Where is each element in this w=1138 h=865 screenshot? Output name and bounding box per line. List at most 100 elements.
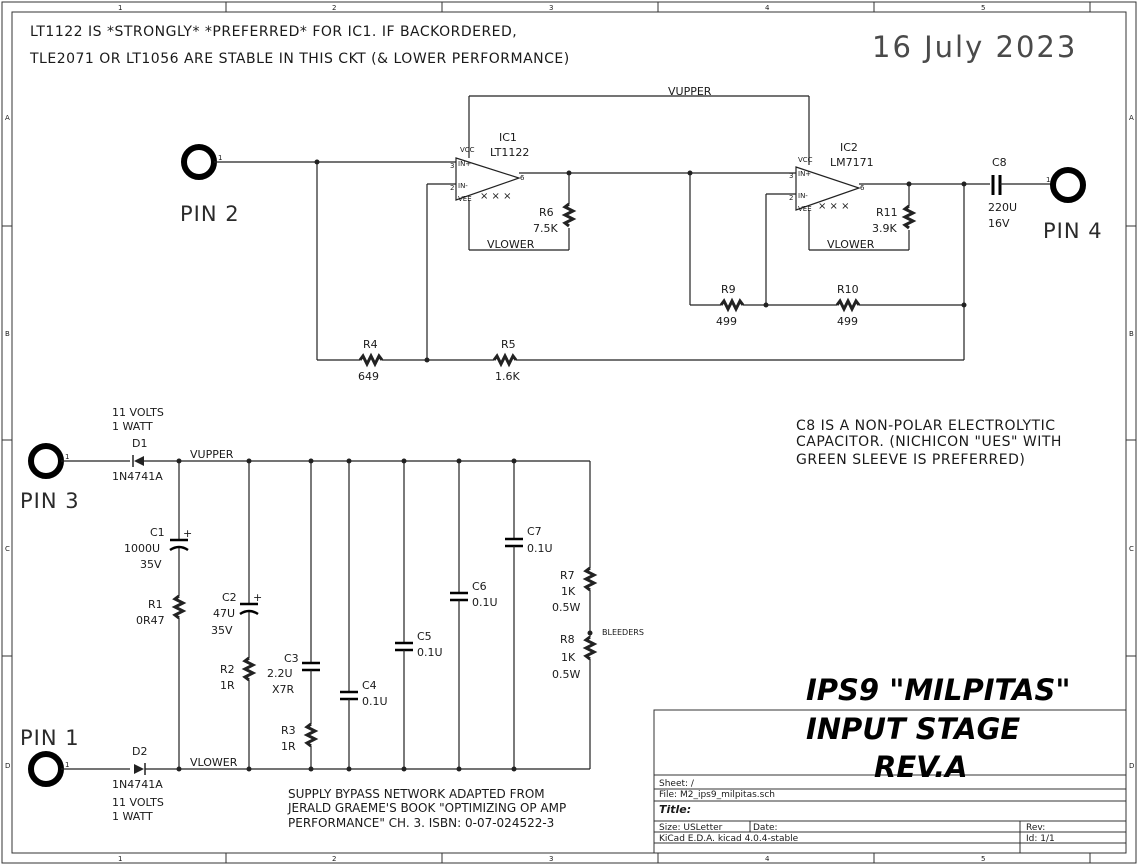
c8-rating: 16V <box>988 217 1010 230</box>
r10-ref: R10 <box>837 283 859 296</box>
ic1-nc-marks: × × × <box>480 191 512 202</box>
ic1-pin2: 2 <box>450 184 454 192</box>
border-row-a: A <box>5 114 10 122</box>
d1-ref: D1 <box>132 437 147 450</box>
r8-rating: 0.5W <box>552 668 580 681</box>
border-col-2-bottom: 2 <box>332 855 336 863</box>
r9-ref: R9 <box>721 283 736 296</box>
border-col-3: 3 <box>549 4 553 12</box>
r6-resistor: R6 7.5K <box>533 202 577 235</box>
d1-value: 1N4741A <box>112 470 163 483</box>
border-col-4: 4 <box>765 4 770 12</box>
ic2-vee: VEE <box>798 205 812 213</box>
r7-rating: 0.5W <box>552 601 580 614</box>
note-c8-line2: CAPACITOR. (NICHICON "UES" WITH <box>796 434 1062 450</box>
pin2-label: PIN 2 <box>180 202 240 226</box>
title-line3: REV.A <box>874 750 968 784</box>
c4-capacitor: C4 0.1U <box>340 679 388 708</box>
ic2-pin6: 6 <box>860 184 865 192</box>
c1-plus-mark: + <box>183 527 192 540</box>
r8-value: 1K <box>561 651 576 664</box>
c3-value: 2.2U <box>267 667 293 680</box>
c6-ref: C6 <box>472 580 487 593</box>
c4-ref: C4 <box>362 679 377 692</box>
border-col-5-bottom: 5 <box>981 855 985 863</box>
r3-resistor: R3 1R <box>281 722 319 753</box>
c2-plus-mark: + <box>253 591 262 604</box>
r7-value: 1K <box>561 585 576 598</box>
pin4-number: 1 <box>1046 176 1050 184</box>
c8-capacitor: C8 220U 16V <box>988 156 1017 230</box>
ic2-pin3: 3 <box>789 172 793 180</box>
c3-ref: C3 <box>284 652 299 665</box>
pin3-number: 1 <box>65 453 69 461</box>
c5-ref: C5 <box>417 630 432 643</box>
ic1-vee: VEE <box>458 195 472 203</box>
c5-value: 0.1U <box>417 646 443 659</box>
c2-value: 47U <box>213 607 235 620</box>
r8-resistor: R8 1K 0.5W <box>552 633 598 681</box>
c2-rating: 35V <box>211 624 233 637</box>
pin1-label: PIN 1 <box>20 726 80 750</box>
net-vlower-ic1: VLOWER <box>487 238 535 251</box>
c4-value: 0.1U <box>362 695 388 708</box>
ic2-opamp: IN+ IN- VCC VEE 3 2 6 IC2 LM7171 × × × <box>789 141 874 213</box>
c8-ref: C8 <box>992 156 1007 169</box>
tb-rev-label: Rev: <box>1026 823 1045 833</box>
r7-ref: R7 <box>560 569 575 582</box>
border-row-c: C <box>5 545 10 553</box>
d2-ref: D2 <box>132 745 147 758</box>
r1-value: 0R47 <box>136 614 165 627</box>
net-vupper-top: VUPPER <box>668 85 712 98</box>
r11-value: 3.9K <box>872 222 897 235</box>
d1-diode: 11 VOLTS 1 WATT D1 1N4741A <box>112 406 164 483</box>
r6-ref: R6 <box>539 206 554 219</box>
note-bypass-line2: JERALD GRAEME'S BOOK "OPTIMIZING OP AMP <box>287 801 566 815</box>
c7-capacitor: C7 0.1U <box>505 525 553 555</box>
pin2-number: 1 <box>218 154 222 162</box>
ic1-value: LT1122 <box>490 146 529 159</box>
r8-ref: R8 <box>560 633 575 646</box>
net-bleeders: BLEEDERS <box>602 628 644 637</box>
net-vlower-supply: VLOWER <box>190 756 238 769</box>
net-vlower-ic2: VLOWER <box>827 238 875 251</box>
title-line2: INPUT STAGE <box>806 712 1020 746</box>
d1-note2: 1 WATT <box>112 420 153 433</box>
r6-value: 7.5K <box>533 222 558 235</box>
ic2-nc-marks: × × × <box>818 201 850 212</box>
pin4-label: PIN 4 <box>1043 219 1103 243</box>
pin3-label: PIN 3 <box>20 489 80 513</box>
ic1-in-minus: IN- <box>458 182 468 190</box>
border-row-a-right: A <box>1129 114 1134 122</box>
d2-diode: D2 1N4741A 11 VOLTS 1 WATT <box>112 745 164 823</box>
c1-value: 1000U <box>124 542 160 555</box>
r1-ref: R1 <box>148 598 163 611</box>
r4-value: 649 <box>358 370 379 383</box>
border-row-d-right: D <box>1129 762 1134 770</box>
ic1-ref: IC1 <box>499 131 517 144</box>
drawing-date: 16 July 2023 <box>872 30 1077 64</box>
r11-ref: R11 <box>876 206 898 219</box>
tb-file: File: M2_ips9_milpitas.sch <box>659 790 775 800</box>
border-col-1: 1 <box>118 4 122 12</box>
title-block: IPS9 "MILPITAS" INPUT STAGE REV.A Sheet:… <box>653 673 1127 854</box>
border-col-3-bottom: 3 <box>549 855 553 863</box>
tb-date-label: Date: <box>753 823 778 833</box>
d1-note1: 11 VOLTS <box>112 406 164 419</box>
note-top-line2: TLE2071 OR LT1056 ARE STABLE IN THIS CKT… <box>29 51 570 67</box>
ic2-vcc: VCC <box>798 156 813 164</box>
ic2-pin2: 2 <box>789 194 793 202</box>
tb-sheet: Sheet: / <box>659 779 695 789</box>
border-row-b: B <box>5 330 10 338</box>
note-c8-line1: C8 IS A NON-POLAR ELECTROLYTIC <box>796 418 1056 434</box>
border-row-b-right: B <box>1129 330 1134 338</box>
d2-note2: 1 WATT <box>112 810 153 823</box>
r5-value: 1.6K <box>495 370 520 383</box>
r2-ref: R2 <box>220 663 235 676</box>
ic2-in-minus: IN- <box>798 192 808 200</box>
pin4-connector: 1 <box>1046 167 1086 203</box>
ic1-pin6: 6 <box>520 174 525 182</box>
r3-ref: R3 <box>281 724 296 737</box>
